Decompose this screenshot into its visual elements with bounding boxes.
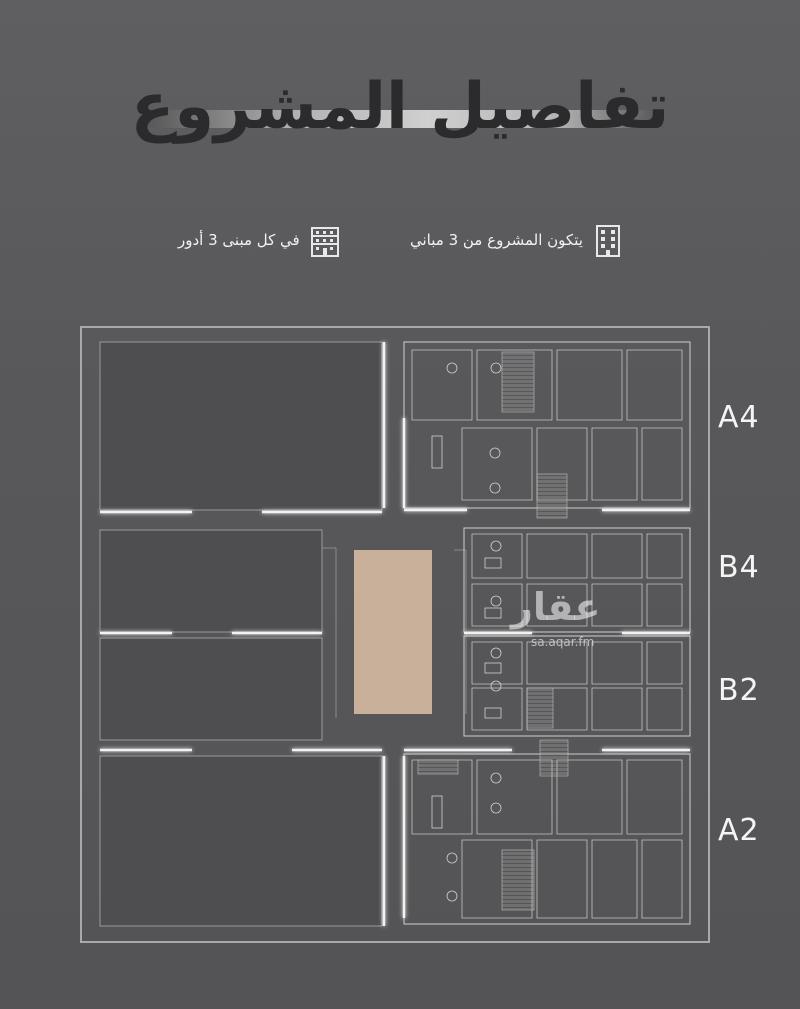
site-plan-drawing	[99, 341, 691, 927]
building-label-b2: B2	[718, 673, 760, 708]
building-label-a2: A2	[718, 813, 760, 848]
unit-b2	[463, 635, 691, 737]
left-block-1	[99, 341, 383, 511]
left-block-4	[99, 755, 383, 927]
floors-icon	[310, 227, 339, 257]
title-area: تفاصيل المشروع	[0, 60, 800, 170]
stat-floors-text: في كل مبنى 3 أدور	[178, 231, 300, 249]
title-highlight-bar	[145, 110, 660, 128]
stat-buildings-text: يتكون المشروع من 3 مباني	[410, 231, 583, 249]
building-icon	[595, 225, 620, 257]
left-blocks	[99, 341, 383, 927]
stat-floors: في كل مبنى 3 أدور	[178, 222, 342, 258]
stat-buildings: يتكون المشروع من 3 مباني	[410, 222, 625, 258]
glow-lines	[100, 342, 690, 926]
building-label-b4: B4	[718, 550, 760, 585]
watermark-url: sa.aqar.fm	[531, 635, 595, 649]
watermark: عقار sa.aqar.fm	[505, 585, 635, 657]
left-block-2	[99, 529, 323, 633]
building-label-a4: A4	[718, 400, 760, 435]
watermark-logo-text: عقار	[511, 585, 601, 629]
unit-b4	[463, 527, 691, 633]
site-plan	[80, 326, 710, 943]
unit-a2	[403, 753, 691, 925]
courtyard	[354, 550, 432, 714]
page-title: تفاصيل المشروع	[130, 70, 670, 144]
left-block-3	[99, 637, 323, 741]
